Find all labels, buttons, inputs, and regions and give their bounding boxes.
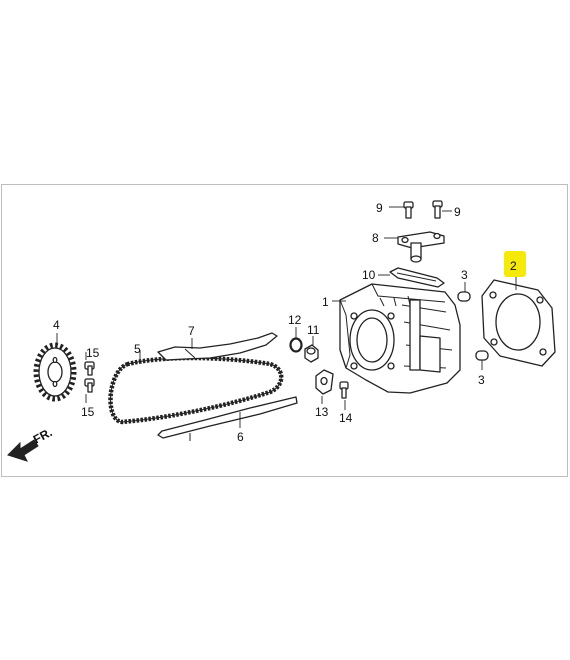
sprocket-bolt-upper (84, 352, 95, 376)
o-ring (289, 327, 303, 353)
callout-7: 7 (188, 324, 195, 338)
callout-10: 10 (362, 268, 376, 282)
callout-6: 6 (237, 430, 244, 444)
callout-11: 11 (307, 323, 320, 337)
cylinder-block (332, 283, 461, 394)
callout-9-left: 9 (376, 201, 383, 215)
callout-15-lower: 15 (81, 405, 95, 419)
cylinder-base-gasket (481, 276, 556, 367)
callout-15-upper: 15 (86, 346, 100, 360)
lifter-bolt-right (432, 200, 452, 219)
callout-1: 1 (322, 295, 329, 309)
callout-3-lower: 3 (478, 373, 485, 387)
cam-chain (108, 350, 284, 425)
dowel-pin-upper (457, 282, 471, 302)
callout-12: 12 (288, 313, 302, 327)
tensioner-cap-bolt (304, 336, 319, 363)
chain-tensioner-slipper (157, 332, 278, 361)
sprocket-bolt-lower (84, 378, 95, 403)
callout-2: 2 (510, 259, 517, 273)
chain-guide (157, 396, 298, 441)
mounting-plate (315, 369, 334, 404)
dowel-pin-lower (475, 350, 489, 370)
cam-sprocket (33, 333, 77, 402)
callout-9-right: 9 (454, 205, 461, 219)
callout-13: 13 (315, 405, 329, 419)
tensioner-gasket (378, 267, 445, 288)
front-direction-arrow: FR. (7, 425, 54, 462)
callout-8: 8 (372, 231, 379, 245)
small-bolt (339, 381, 349, 410)
lifter-bolt-left (389, 201, 414, 219)
chain-tensioner-lifter (384, 231, 445, 263)
callout-14: 14 (339, 411, 353, 425)
callout-3-upper: 3 (461, 268, 468, 282)
highlight-marker (504, 251, 526, 277)
callout-4: 4 (53, 318, 60, 332)
callout-5: 5 (134, 342, 141, 356)
diagram-frame (1, 184, 568, 477)
